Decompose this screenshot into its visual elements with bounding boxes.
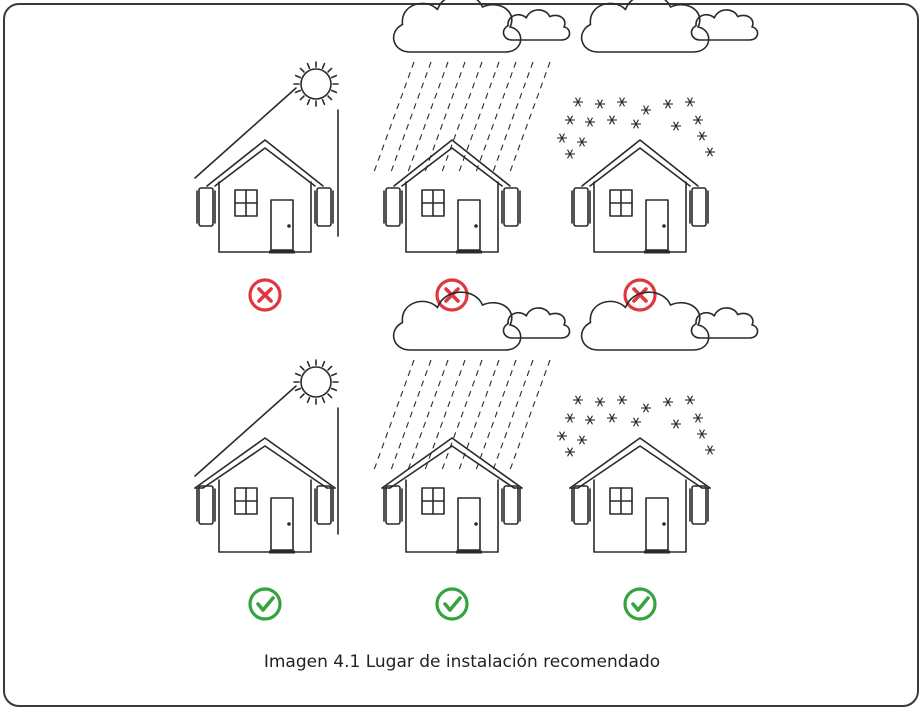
snowflake-icon xyxy=(671,419,681,429)
snowflake-icon xyxy=(685,97,695,107)
snowflake-icon xyxy=(585,117,595,127)
snowflake-icon xyxy=(557,431,567,441)
snowflake-icon xyxy=(585,415,595,425)
house-icon xyxy=(569,437,711,554)
cross-circle-icon xyxy=(435,278,469,312)
snowflake-icon xyxy=(705,147,715,157)
cloud-icon xyxy=(580,291,759,351)
snowflake-icon xyxy=(565,413,575,423)
panel-snow-not-recommended xyxy=(557,0,759,312)
snow-icon xyxy=(557,97,715,159)
snowflake-icon xyxy=(617,395,627,405)
panel-sun-recommended xyxy=(194,359,339,621)
snowflake-icon xyxy=(663,99,673,109)
snowflake-icon xyxy=(607,413,617,423)
snowflake-icon xyxy=(595,99,605,109)
check-circle-icon xyxy=(435,587,469,621)
figure-frame xyxy=(3,3,919,707)
snowflake-icon xyxy=(607,115,617,125)
snowflake-icon xyxy=(565,149,575,159)
sun-icon xyxy=(194,359,339,535)
cross-circle-icon xyxy=(248,278,282,312)
figure-caption: Imagen 4.1 Lugar de instalación recomend… xyxy=(263,652,661,672)
snowflake-icon xyxy=(705,445,715,455)
snowflake-icon xyxy=(577,137,587,147)
panel-snow-recommended xyxy=(557,291,759,621)
snowflake-icon xyxy=(565,115,575,125)
snowflake-icon xyxy=(617,97,627,107)
panel-sun-not-recommended xyxy=(194,61,339,312)
sun-icon xyxy=(194,61,339,237)
house-icon xyxy=(383,139,521,254)
check-circle-icon xyxy=(248,587,282,621)
snowflake-icon xyxy=(631,119,641,129)
snowflake-icon xyxy=(697,131,707,141)
snowflake-icon xyxy=(693,115,703,125)
cross-circle-icon xyxy=(623,278,657,312)
snowflake-icon xyxy=(671,121,681,131)
house-icon xyxy=(381,437,523,554)
rain-icon xyxy=(373,61,551,173)
snowflake-icon xyxy=(697,429,707,439)
rain-icon xyxy=(373,359,551,471)
snow-icon xyxy=(557,395,715,457)
snowflake-icon xyxy=(685,395,695,405)
cloud-icon xyxy=(392,0,571,53)
snowflake-icon xyxy=(557,133,567,143)
snowflake-icon xyxy=(573,395,583,405)
snowflake-icon xyxy=(641,403,651,413)
panel-rain-recommended xyxy=(373,291,571,621)
cloud-icon xyxy=(580,0,759,53)
check-circle-icon xyxy=(623,587,657,621)
house-icon xyxy=(196,139,334,254)
panel-rain-not-recommended xyxy=(373,0,571,312)
snowflake-icon xyxy=(663,397,673,407)
snowflake-icon xyxy=(595,397,605,407)
snowflake-icon xyxy=(693,413,703,423)
snowflake-icon xyxy=(577,435,587,445)
snowflake-icon xyxy=(641,105,651,115)
snowflake-icon xyxy=(573,97,583,107)
house-icon xyxy=(194,437,336,554)
snowflake-icon xyxy=(631,417,641,427)
house-icon xyxy=(571,139,709,254)
snowflake-icon xyxy=(565,447,575,457)
cloud-icon xyxy=(392,291,571,351)
